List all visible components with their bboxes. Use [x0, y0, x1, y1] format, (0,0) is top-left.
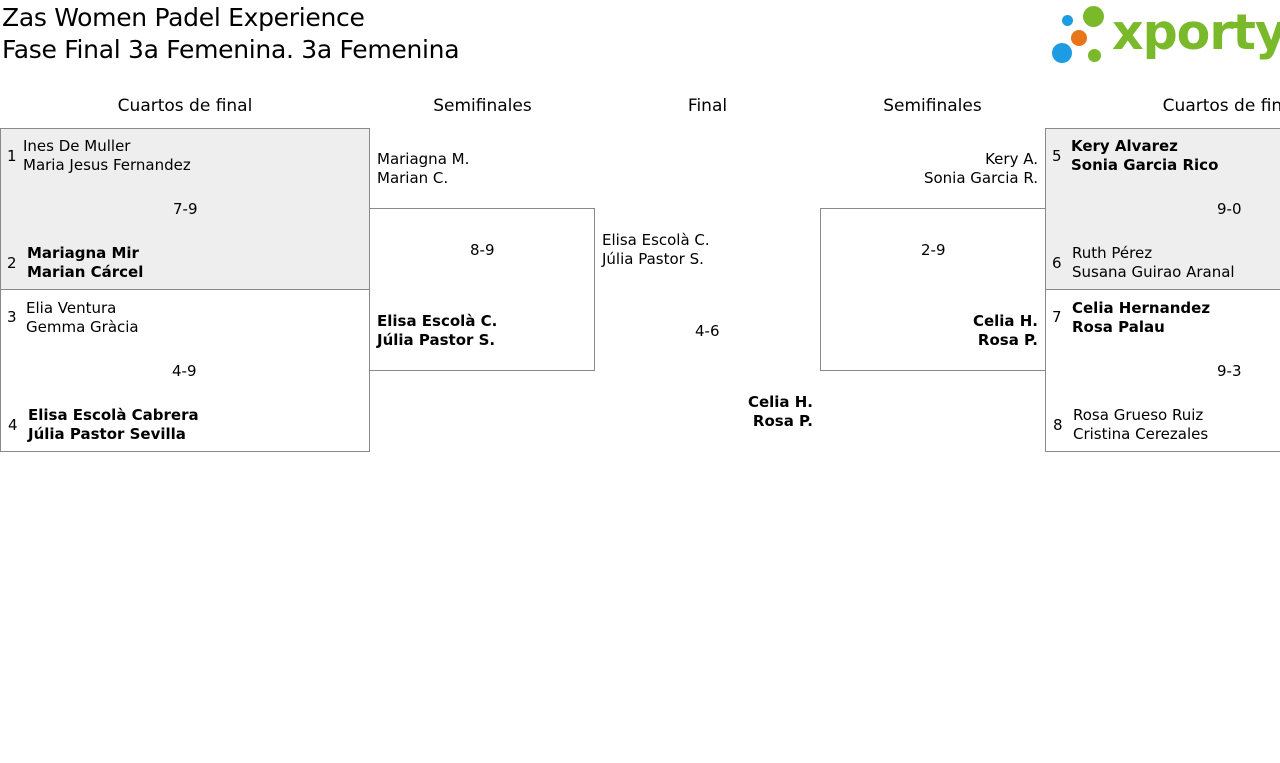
player-name: Maria Jesus Fernandez	[23, 156, 191, 174]
player-name-winner: Kery Alvarez	[1071, 137, 1178, 155]
player-name: Mariagna M.	[377, 150, 470, 168]
match-score: 7-9	[173, 200, 198, 218]
logo-wordmark: xporty	[1112, 4, 1280, 61]
player-name: Elisa Escolà C.	[602, 231, 710, 249]
logo-dot-orange-icon	[1071, 30, 1087, 46]
player-name-winner: Mariagna Mir	[27, 244, 139, 262]
match-score: 8-9	[470, 241, 495, 259]
player-name-winner: Júlia Pastor S.	[377, 331, 496, 349]
seed-number: 7	[1052, 308, 1062, 326]
page-subtitle: Fase Final 3a Femenina. 3a Femenina	[2, 35, 460, 64]
logo-dot-green-small-icon	[1088, 49, 1101, 62]
column-header-right-semis: Semifinales	[883, 96, 982, 116]
seed-number: 5	[1052, 147, 1062, 165]
seed-number: 6	[1052, 254, 1062, 272]
column-header-right-quarters: Cuartos de final	[1162, 96, 1280, 116]
seed-number: 8	[1053, 416, 1063, 434]
column-header-final: Final	[687, 96, 728, 116]
match-score: 9-0	[1217, 200, 1242, 218]
player-name-winner: Celia Hernandez	[1072, 299, 1211, 317]
logo-dot-green-icon	[1083, 6, 1104, 27]
seed-number: 1	[7, 147, 17, 165]
player-name-winner: Rosa P.	[752, 412, 813, 430]
player-name: Júlia Pastor S.	[602, 250, 704, 268]
player-name: Elia Ventura	[26, 299, 117, 317]
match-card-right-quarter-2[interactable]	[1045, 289, 1280, 452]
player-name-winner: Elisa Escolà C.	[377, 312, 498, 330]
logo-dot-blue-icon	[1062, 15, 1073, 26]
match-score: 9-3	[1217, 362, 1242, 380]
seed-number: 3	[7, 308, 17, 326]
player-name-winner: Rosa Palau	[1072, 318, 1165, 336]
player-name: Gemma Gràcia	[26, 318, 139, 336]
player-name-winner: Celia H.	[747, 393, 813, 411]
player-name: Susana Guirao Aranal	[1072, 263, 1235, 281]
final-score: 4-6	[695, 322, 720, 340]
player-name-winner: Elisa Escolà Cabrera	[28, 406, 199, 424]
column-header-left-quarters: Cuartos de final	[117, 96, 253, 116]
match-score: 2-9	[921, 241, 946, 259]
match-card-left-quarter-1[interactable]	[0, 128, 370, 290]
player-name: Kery A.	[985, 150, 1038, 168]
match-card-right-quarter-1[interactable]	[1045, 128, 1280, 290]
player-name-winner: Sonia Garcia Rico	[1071, 156, 1219, 174]
column-header-left-semis: Semifinales	[433, 96, 532, 116]
page-title: Zas Women Padel Experience	[2, 3, 365, 32]
player-name-winner: Rosa P.	[977, 331, 1038, 349]
match-score: 4-9	[172, 362, 197, 380]
match-card-left-semi[interactable]	[369, 208, 595, 371]
player-name: Rosa Grueso Ruiz	[1073, 406, 1204, 424]
xporty-logo[interactable]: xporty	[1050, 4, 1280, 68]
seed-number: 4	[8, 416, 18, 434]
player-name-winner: Júlia Pastor Sevilla	[28, 425, 186, 443]
player-name-winner: Celia H.	[972, 312, 1038, 330]
logo-dot-blue-large-icon	[1052, 43, 1072, 63]
player-name: Ruth Pérez	[1072, 244, 1153, 262]
player-name: Ines De Muller	[23, 137, 131, 155]
player-name: Cristina Cerezales	[1073, 425, 1209, 443]
seed-number: 2	[7, 254, 17, 272]
player-name-winner: Marian Cárcel	[27, 263, 144, 281]
player-name: Sonia Garcia R.	[923, 169, 1038, 187]
player-name: Marian C.	[377, 169, 449, 187]
